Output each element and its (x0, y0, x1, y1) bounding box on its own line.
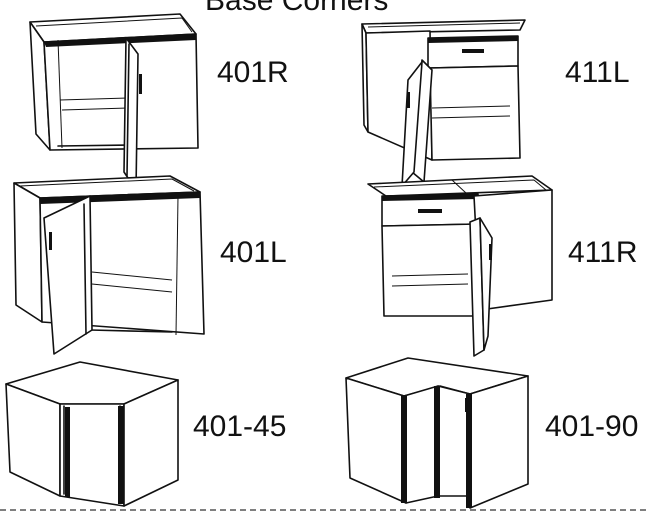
cabinet-401r-drawing (29, 13, 199, 191)
label-411l: 411L (565, 56, 630, 89)
cabinet-411l-drawing (361, 19, 526, 187)
page-title: Base Corners (205, 0, 389, 17)
label-401r: 401R (217, 56, 289, 89)
cabinet-401l-drawing (13, 175, 205, 355)
label-401-90: 401-90 (545, 410, 639, 443)
cabinet-401-45-drawing (5, 361, 179, 507)
cabinet-401-90-drawing (345, 357, 529, 509)
label-411r: 411R (568, 236, 638, 269)
label-401-45: 401-45 (193, 410, 287, 443)
label-401l: 401L (220, 236, 287, 269)
cabinet-411r-drawing (367, 175, 553, 357)
